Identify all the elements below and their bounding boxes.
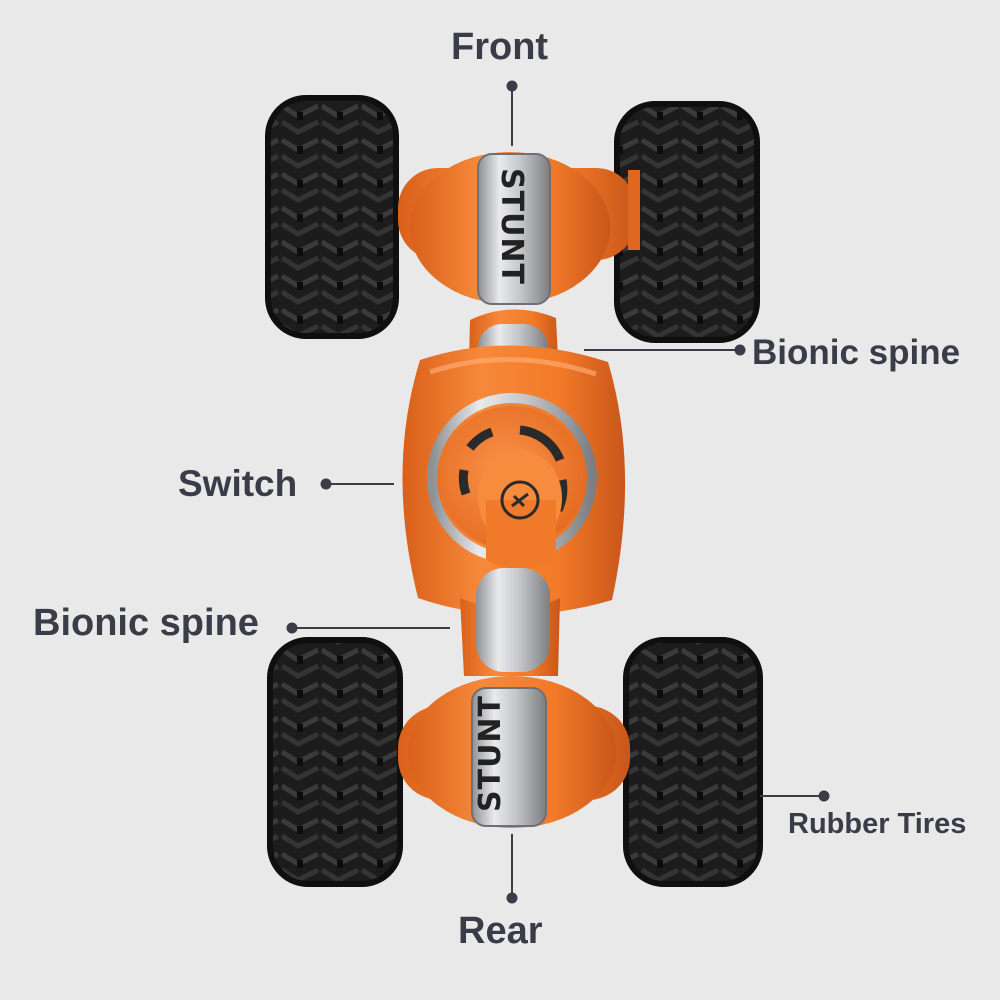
rubber-tires-label: Rubber Tires [788,808,967,840]
rear-axle [398,676,630,828]
switch-label: Switch [178,463,298,504]
switch-dial [427,393,597,569]
bionic-spine-bottom [460,568,560,676]
bionic-spine-right-label: Bionic spine [752,333,961,372]
front-axle [398,152,640,305]
tire-rear-left [267,637,403,887]
tire-front-left [265,95,399,339]
bionic-spine-left-label: Bionic spine [33,602,259,644]
rear-label: Rear [458,910,543,952]
leader-lines [286,80,830,904]
front-stunt-text: STUNT [494,168,529,285]
tire-rear-right [623,637,763,887]
rear-stunt-text: STUNT [473,695,508,812]
front-label: Front [451,26,549,68]
